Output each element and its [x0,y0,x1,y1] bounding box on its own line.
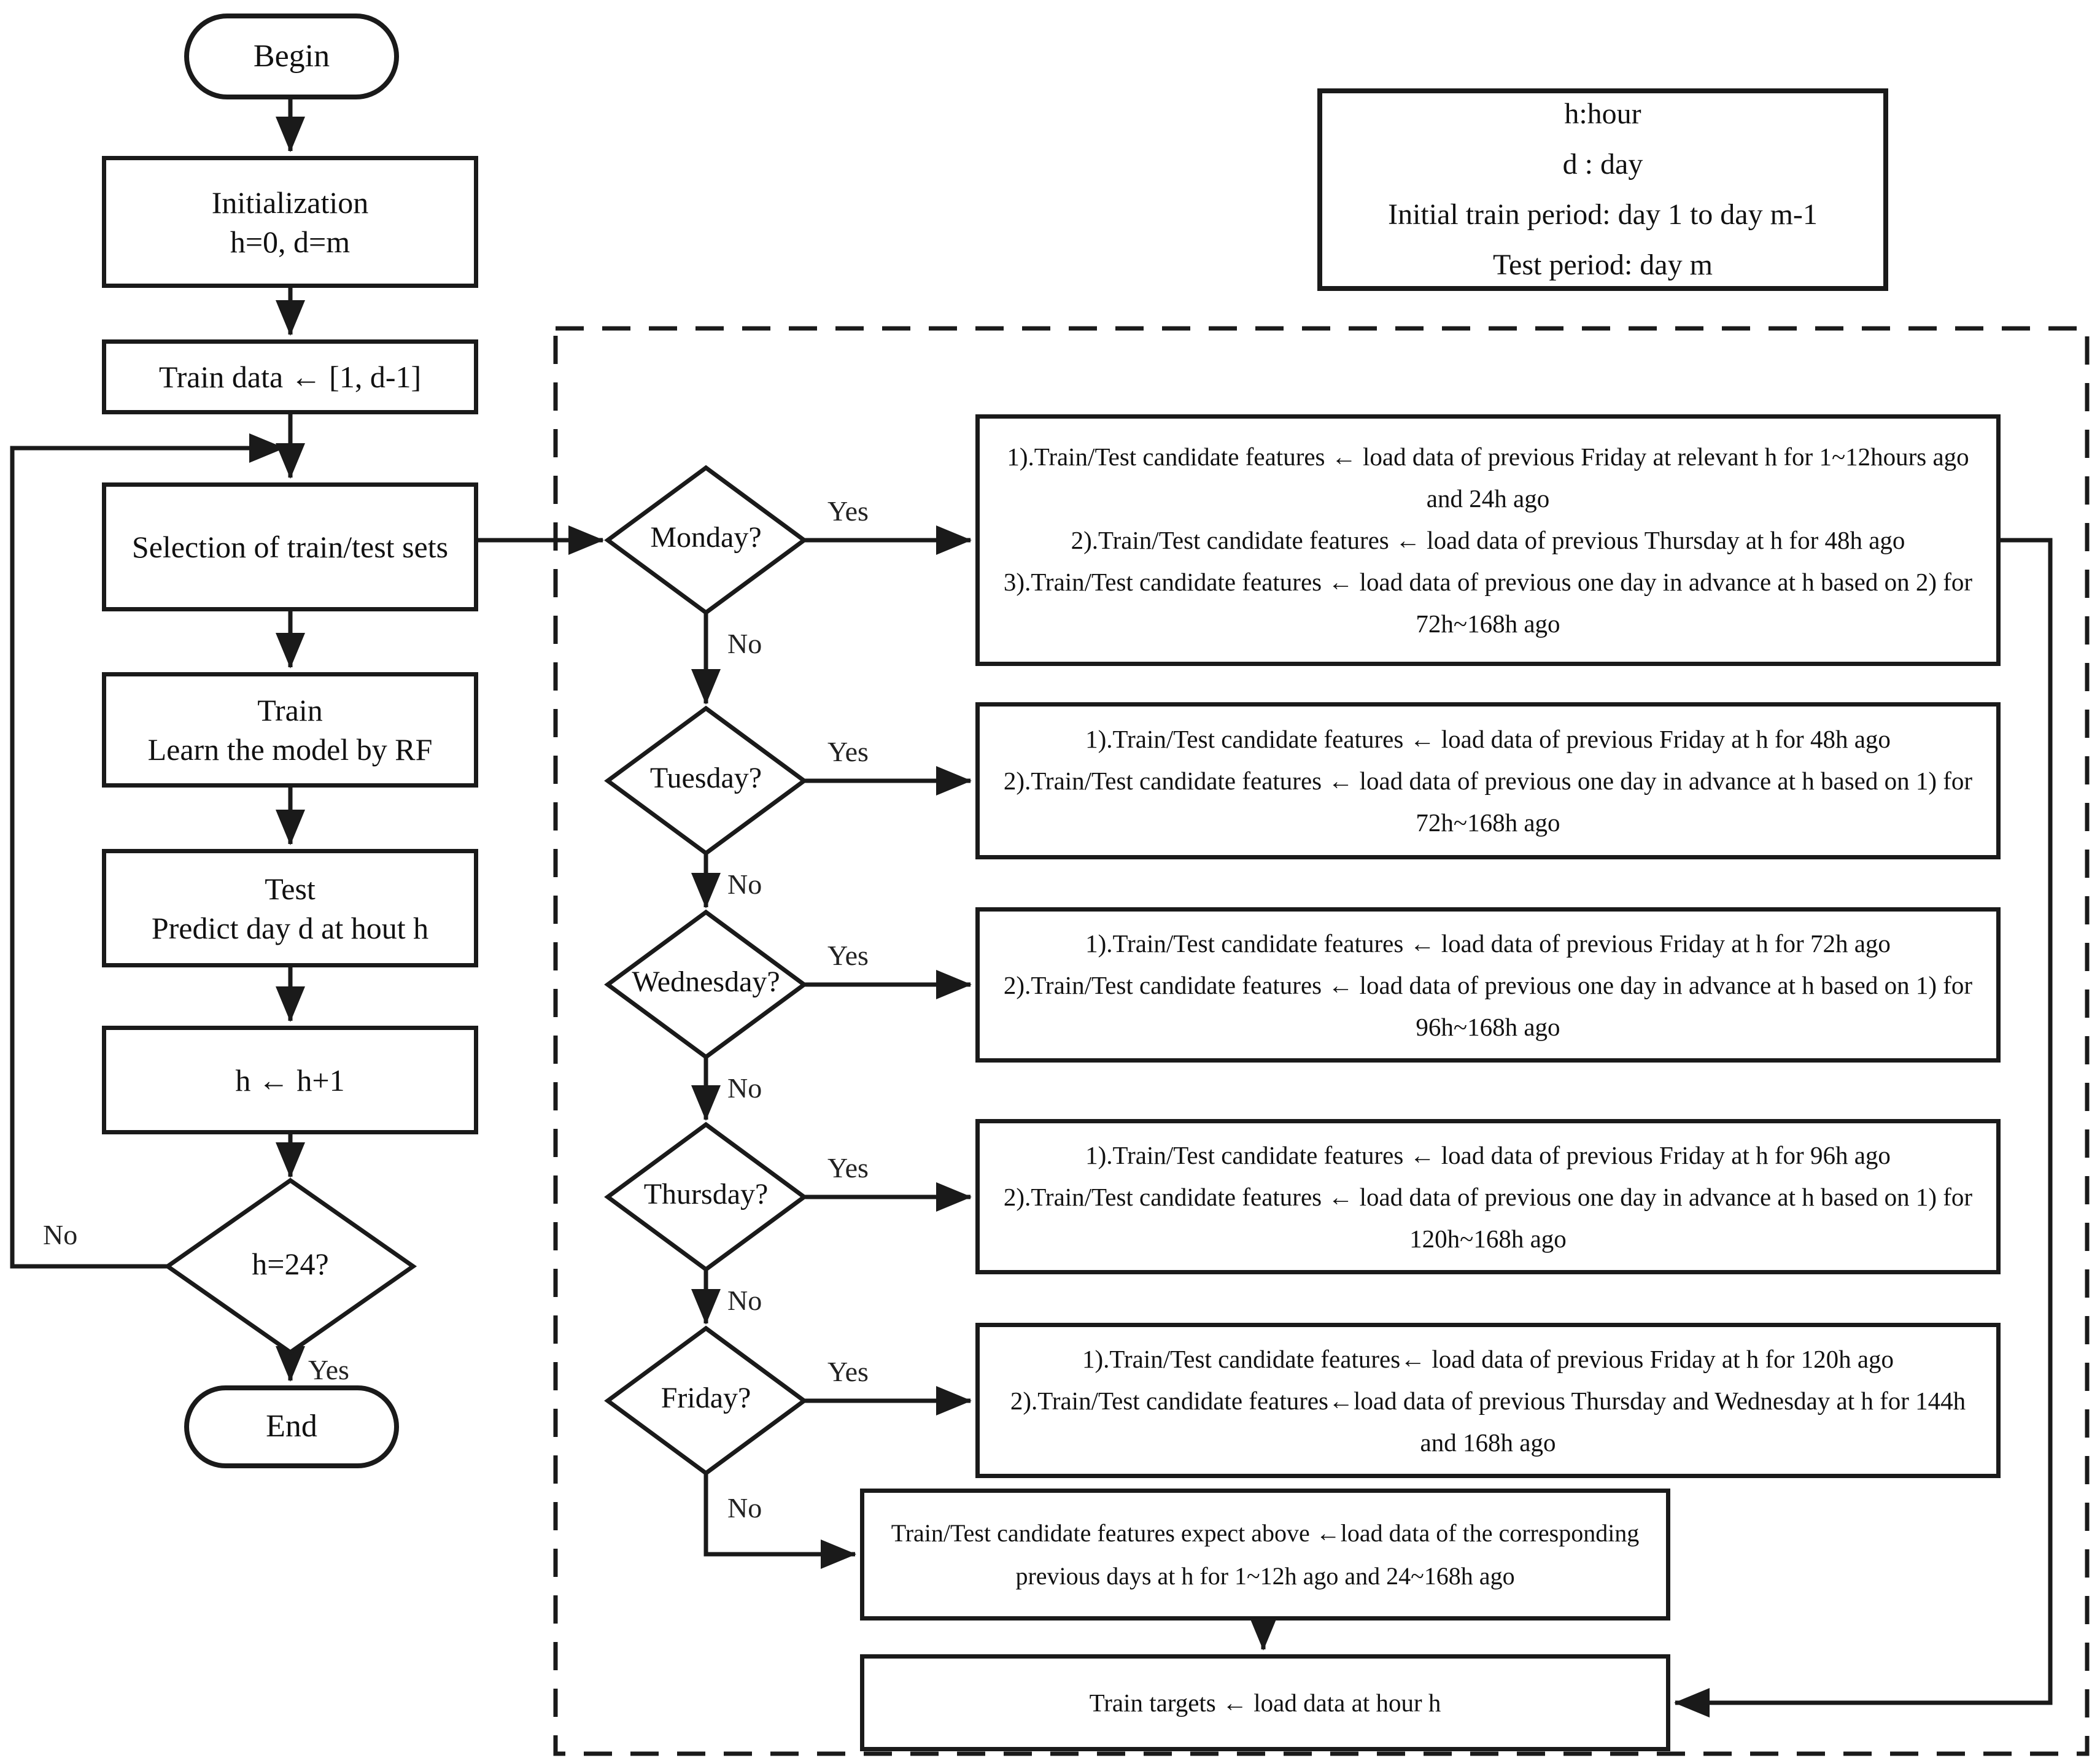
begin-node: Begin [184,14,399,99]
train-line2: Learn the model by RF [147,732,433,767]
test-line2: Predict day d at hout h [151,910,429,945]
legend-box: h:hour d : day Initial train period: day… [1317,88,1888,291]
train-data-label: Train data ← [1, d-1] [158,360,422,394]
end-label: End [266,1409,317,1444]
train-node: Train Learn the model by RF [102,672,478,788]
train-targets-text: Train targets ← load data at hour h [1089,1689,1441,1717]
train-data-node: Train data ← [1, d-1] [102,339,478,414]
selection-label: Selection of train/test sets [131,530,449,564]
except-above-text: Train/Test candidate features expect abo… [891,1519,1640,1590]
monday-feature-item: 2).Train/Test candidate features ← load … [1071,526,1905,554]
friday-feature-item: 2).Train/Test candidate features←load da… [1010,1386,1966,1457]
initialization-line2: h=0, d=m [230,224,351,259]
arrow-mondaybox-targets [1674,538,2053,1717]
monday-yes-label: Yes [827,495,869,527]
friday-yes-label: Yes [827,1356,869,1387]
wednesday-no-label: No [727,1072,762,1104]
initialization-node: Initialization h=0, d=m [102,156,478,288]
tuesday-diamond [604,705,808,856]
thursday-diamond [604,1121,808,1272]
legend-line-3: Initial train period: day 1 to day m-1 [1388,198,1818,231]
legend-line-2: d : day [1562,148,1643,180]
begin-label: Begin [253,38,330,74]
thursday-features-box: 1).Train/Test candidate features ← load … [975,1119,2001,1274]
dashed-region-border [553,326,2090,1756]
wednesday-feature-item: 1).Train/Test candidate features ← load … [1085,929,1891,958]
initialization-line1: Initialization [211,185,369,220]
monday-diamond [604,465,808,616]
friday-feature-item: 1).Train/Test candidate features← load d… [1082,1344,1894,1373]
wednesday-feature-item: 2).Train/Test candidate features ← load … [1003,970,1973,1041]
thursday-yes-label: Yes [827,1152,869,1183]
test-line1: Test [265,871,316,906]
friday-diamond [604,1325,808,1476]
no-loop-return [10,433,285,1269]
test-node: Test Predict day d at hout h [102,849,478,967]
thursday-feature-item: 2).Train/Test candidate features ← load … [1003,1182,1973,1253]
tuesday-feature-item: 2).Train/Test candidate features ← load … [1003,767,1973,837]
friday-features-box: 1).Train/Test candidate features← load d… [975,1323,2001,1478]
monday-no-label: No [727,628,762,659]
monday-feature-item: 3).Train/Test candidate features ← load … [1003,568,1973,638]
increment-node: h ← h+1 [102,1026,478,1134]
arrow-friday-no-except [703,1473,856,1569]
wednesday-features-box: 1).Train/Test candidate features ← load … [975,907,2001,1063]
friday-no-label: No [727,1492,762,1524]
legend-line-1: h:hour [1564,98,1641,130]
monday-feature-item: 1).Train/Test candidate features ← load … [1007,443,1969,513]
legend-line-4: Test period: day m [1493,249,1713,281]
end-node: End [184,1385,399,1468]
h24-yes-label: Yes [308,1354,349,1385]
wednesday-yes-label: Yes [827,940,869,971]
h24-diamond [163,1177,417,1355]
thursday-no-label: No [727,1285,762,1316]
h24-no-label: No [43,1219,78,1250]
wednesday-diamond [604,909,808,1060]
monday-features-box: 1).Train/Test candidate features ← load … [975,414,2001,666]
thursday-feature-item: 1).Train/Test candidate features ← load … [1085,1140,1891,1169]
tuesday-features-box: 1).Train/Test candidate features ← load … [975,702,2001,859]
tuesday-yes-label: Yes [827,736,869,767]
train-targets-box: Train targets ← load data at hour h [860,1654,1670,1751]
selection-node: Selection of train/test sets [102,482,478,611]
train-line1: Train [257,693,323,727]
except-above-box: Train/Test candidate features expect abo… [860,1489,1670,1621]
tuesday-feature-item: 1).Train/Test candidate features ← load … [1085,725,1891,753]
increment-label: h ← h+1 [235,1063,345,1098]
tuesday-no-label: No [727,869,762,900]
